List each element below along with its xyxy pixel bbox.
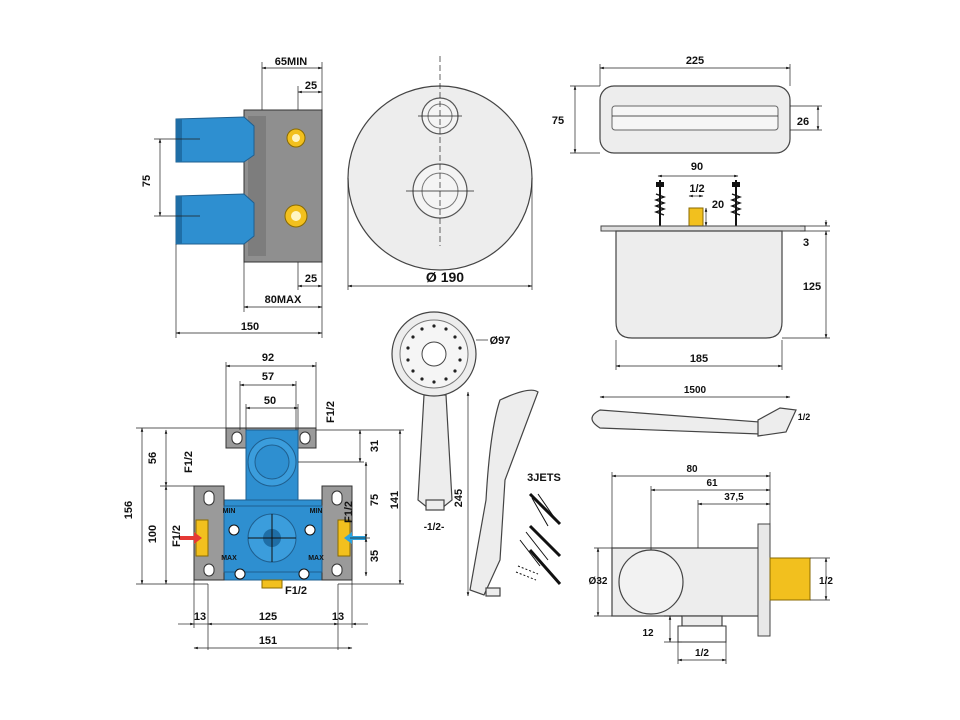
dim-26: 26: [797, 116, 809, 128]
valve-front-view: MIN MIN MAX MAX 92 57 50 F1/2 F1/2 156 5…: [123, 352, 404, 650]
dim-141: 141: [389, 491, 401, 509]
dim-80max: 80MAX: [265, 294, 302, 306]
dim-12: 12: [642, 628, 654, 639]
dim-diameter-190: Ø 190: [426, 269, 464, 285]
dim-80: 80: [686, 464, 698, 475]
dim-20: 20: [712, 199, 724, 211]
dim-125: 125: [803, 281, 821, 293]
dim-151: 151: [259, 635, 277, 647]
dim-31: 31: [369, 440, 381, 452]
label-min-left: MIN: [223, 508, 236, 515]
valve-side-view: 65MIN 25 75 25 80MAX 150: [141, 56, 323, 338]
dim-1-2-right: 1/2: [819, 576, 833, 587]
dim-92: 92: [262, 352, 274, 364]
dim-1-2: 1/2: [689, 183, 704, 195]
dim-57: 57: [262, 371, 274, 383]
dim-13-right: 13: [332, 611, 344, 623]
dim-1-2: 1/2: [798, 412, 811, 422]
dim-13-left: 13: [194, 611, 206, 623]
dim-90: 90: [691, 161, 703, 173]
dim-75: 75: [369, 494, 381, 506]
dim-185: 185: [690, 353, 708, 365]
f12-right: F1/2: [343, 501, 355, 523]
wall-elbow: 80 61 37,5 Ø32 1/2 12 1/2: [589, 464, 833, 664]
label-max-right: MAX: [308, 555, 324, 562]
spout-front-view: 90 1/2 20 3 125 185: [600, 161, 830, 370]
f12-top-right: F1/2: [325, 401, 337, 423]
trim-plate: Ø 190: [347, 56, 533, 290]
dim-50: 50: [264, 395, 276, 407]
dim-1500: 1500: [684, 385, 707, 396]
dim-37-5: 37,5: [724, 492, 744, 503]
dim-d32: Ø32: [589, 576, 608, 587]
jets-label: 3JETS: [527, 472, 561, 484]
dim-100: 100: [147, 525, 159, 543]
dim-3: 3: [803, 237, 809, 249]
dim-156: 156: [123, 501, 135, 519]
dim-225: 225: [686, 55, 704, 67]
dim-d97: Ø97: [490, 335, 511, 347]
spout-top-view: 225 75 26: [552, 55, 822, 154]
dim-25-top: 25: [305, 80, 317, 92]
dim-75: 75: [552, 115, 564, 127]
nozzle-ring: [406, 324, 462, 384]
label-max-left: MAX: [221, 555, 237, 562]
dim-245: 245: [453, 489, 465, 507]
shower-hose: 1500 1/2: [591, 385, 811, 437]
dim-61: 61: [706, 478, 718, 489]
dim-150: 150: [241, 321, 259, 333]
spray-patterns-icon: [515, 492, 562, 585]
f12-top-left: F1/2: [183, 451, 195, 473]
dim-1-2: -1/2-: [424, 522, 445, 533]
dim-65min: 65MIN: [275, 56, 307, 68]
dim-125: 125: [259, 611, 277, 623]
f12-bottom: F1/2: [285, 585, 307, 597]
dim-25-bottom: 25: [305, 273, 317, 285]
dim-56: 56: [147, 452, 159, 464]
f12-left: F1/2: [171, 525, 183, 547]
dim-75: 75: [141, 175, 153, 187]
label-min-right: MIN: [310, 508, 323, 515]
dim-1-2-bottom: 1/2: [695, 648, 709, 659]
dim-35: 35: [369, 550, 381, 562]
handshower: Ø97 -1/2- 245 3JETS: [391, 311, 562, 597]
